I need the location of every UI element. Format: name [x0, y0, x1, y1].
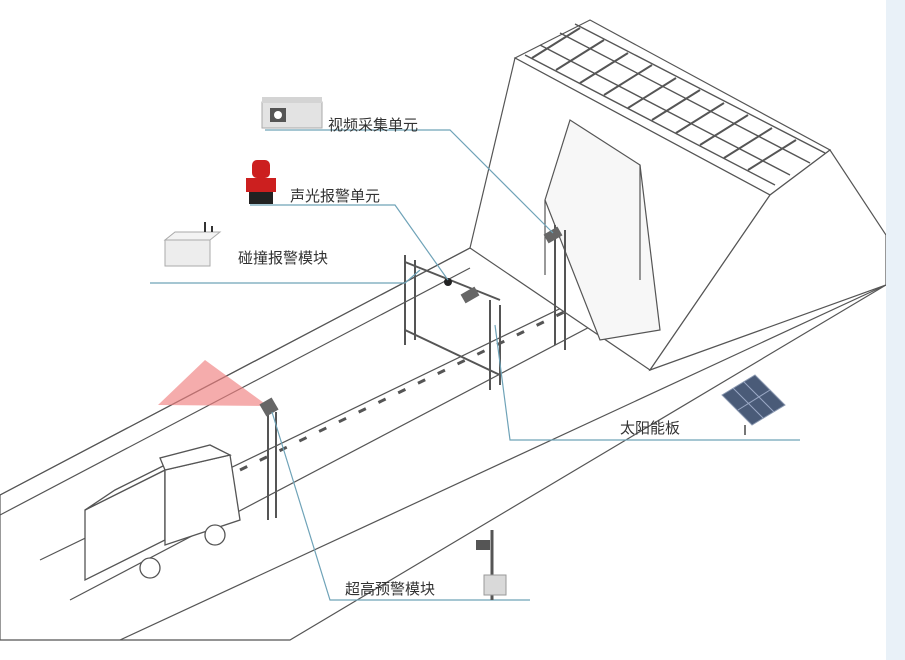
solar-panel-icon — [721, 374, 786, 435]
gantry-camera-1 — [460, 286, 480, 304]
rail-embankment — [469, 19, 887, 372]
height-warning-module-icon — [476, 530, 507, 600]
label-collision-alarm-module: 碰撞报警模块 — [238, 249, 329, 267]
label-sound-light-alarm-unit: 声光报警单元 — [290, 187, 381, 205]
lane-dashes — [239, 273, 641, 472]
truck-wheel-1 — [139, 557, 161, 579]
front-pole — [267, 410, 277, 520]
gantry-frame — [404, 225, 566, 390]
truck — [84, 444, 241, 582]
label-video-capture-unit: 视频采集单元 — [328, 116, 419, 134]
label-solar-panel: 太阳能板 — [620, 419, 681, 437]
leader-video — [265, 129, 554, 234]
rail-sleepers — [531, 27, 797, 171]
railway-track — [524, 23, 826, 186]
gantry-camera-2 — [543, 226, 563, 244]
height-sensor-device — [259, 397, 279, 417]
label-height-warning-module: 超高预警模块 — [345, 580, 436, 598]
sound-light-alarm-icon — [246, 160, 276, 204]
detection-beam — [158, 360, 268, 406]
callout-lines — [150, 129, 800, 601]
leader-collision — [150, 269, 421, 284]
leader-solar — [494, 324, 800, 441]
gantry-alarm-lamp — [444, 278, 452, 286]
collision-module-icon — [163, 222, 222, 267]
truck-wheel-2 — [204, 524, 226, 546]
leader-height — [271, 411, 530, 601]
leader-sound-light — [250, 204, 449, 281]
camera-device-icon — [261, 97, 323, 129]
tunnel-opening — [544, 119, 661, 341]
right-edge-strip — [886, 0, 905, 660]
